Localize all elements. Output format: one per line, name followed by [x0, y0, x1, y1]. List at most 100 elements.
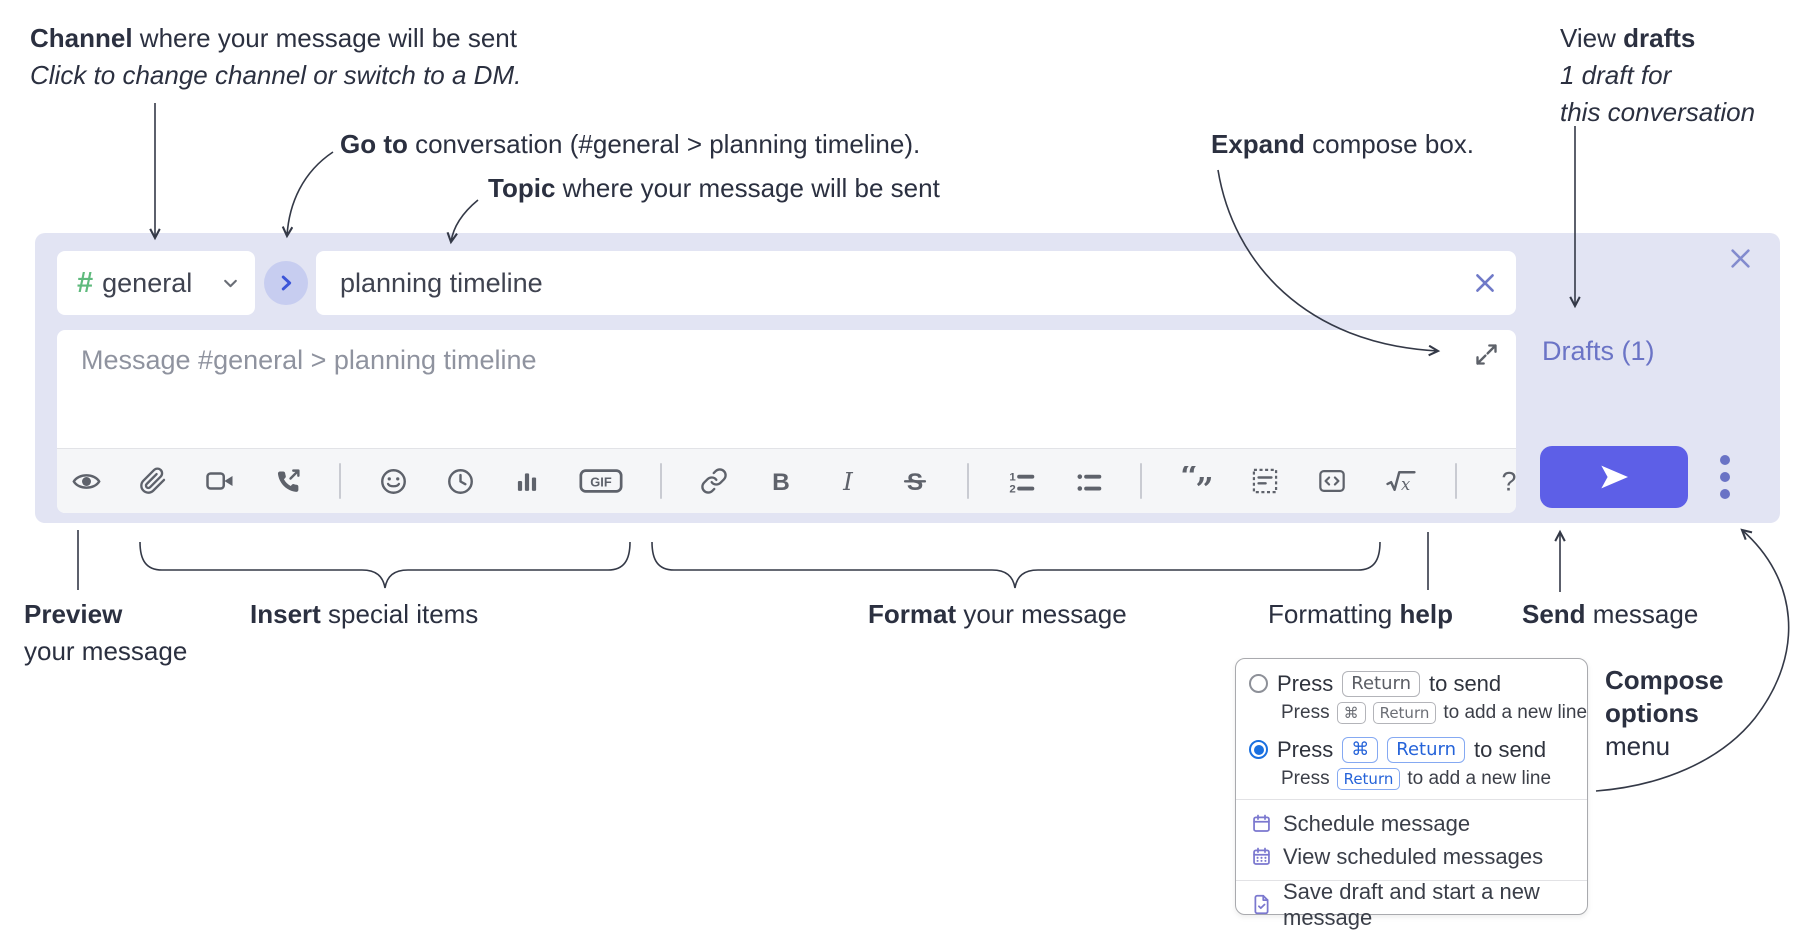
topic-value: planning timeline [340, 267, 543, 298]
sqrt-icon: x [1386, 471, 1416, 494]
expand-compose-button[interactable] [1473, 341, 1500, 368]
gif-icon: GIF [579, 469, 623, 493]
send-on-return-option[interactable]: Press Return to send [1236, 668, 1587, 699]
annotation-help: Formatting help [1268, 596, 1453, 633]
strikethrough-icon: S [903, 469, 927, 495]
message-input[interactable]: Message #general > planning timeline [81, 345, 537, 375]
view-scheduled-item[interactable]: View scheduled messages [1236, 840, 1587, 873]
annotation-format: Format your message [868, 596, 1127, 633]
opt1sub-press: Press [1281, 701, 1330, 723]
kebab-dot [1720, 489, 1730, 499]
ordered-list-button[interactable]: 1 2 [1006, 466, 1036, 496]
help-icon: ? [1502, 467, 1517, 495]
annotation-channel: Channel where your message will be sent … [30, 20, 521, 94]
kebab-dot [1720, 472, 1730, 482]
view-scheduled-label: View scheduled messages [1283, 843, 1544, 869]
expand-icon [1476, 344, 1497, 365]
preview-eye-button[interactable] [71, 466, 101, 496]
bold-button[interactable]: B [766, 466, 796, 496]
bulleted-list-button[interactable] [1073, 466, 1103, 496]
annotation-topic-rest: where your message will be sent [555, 173, 940, 203]
link-icon [701, 468, 727, 494]
latex-math-button[interactable]: x [1384, 466, 1418, 496]
annotation-preview-bold: Preview [24, 599, 123, 629]
chevron-down-icon [224, 279, 237, 287]
send-on-return-subtext: Press ⌘ Return to add a new line [1236, 699, 1587, 726]
italic-glyph: I [842, 467, 854, 495]
code-block-button[interactable] [1250, 466, 1280, 496]
annotation-compose-options-line2: options [1605, 698, 1699, 728]
audio-call-button[interactable] [272, 466, 302, 496]
cmd-keycap: ⌘ [1336, 701, 1366, 724]
italic-icon: I [842, 467, 854, 495]
goto-conversation-button[interactable] [264, 261, 308, 305]
code-block-icon [1252, 468, 1278, 494]
attach-file-button[interactable] [138, 466, 168, 496]
clear-topic-button[interactable] [1472, 270, 1498, 296]
return-keycap: Return [1387, 736, 1465, 763]
gif-button[interactable]: GIF [579, 466, 623, 496]
opt2sub-tail: to add a new line [1407, 767, 1552, 789]
return-keycap: Return [1342, 670, 1420, 697]
toolbar-divider [1140, 463, 1142, 499]
drafts-link[interactable]: Drafts (1) [1542, 336, 1655, 366]
opt1-press: Press [1277, 670, 1334, 696]
ol-2-glyph: 2 [1009, 483, 1015, 495]
help-glyph: ? [1502, 467, 1517, 495]
math-x-glyph: x [1401, 475, 1410, 494]
radio-selected[interactable] [1249, 740, 1268, 759]
annotation-send-bold: Send [1522, 599, 1586, 629]
chevron-right-icon [281, 275, 292, 291]
insert-link-button[interactable] [699, 466, 729, 496]
annotation-drafts-line2: 1 draft for [1560, 60, 1672, 90]
schedule-message-item[interactable]: Schedule message [1236, 807, 1587, 840]
channel-name: general [102, 267, 193, 298]
inline-code-button[interactable] [1317, 466, 1347, 496]
channel-selector[interactable]: # general [57, 251, 255, 315]
annotation-compose-options: Compose options menu [1605, 664, 1723, 763]
eye-icon [71, 473, 101, 489]
schedule-clock-button[interactable] [445, 466, 475, 496]
annotation-expand-rest: compose box. [1304, 129, 1475, 159]
ordered-list-icon: 1 2 [1009, 471, 1034, 495]
opt2-press: Press [1277, 736, 1334, 762]
annotation-preview: Preview your message [24, 596, 187, 670]
menu-divider [1236, 880, 1587, 881]
poll-button[interactable] [512, 466, 542, 496]
annotation-format-rest: your message [956, 599, 1127, 629]
send-on-cmd-return-option[interactable]: Press ⌘ Return to send [1236, 734, 1587, 765]
close-icon [1731, 249, 1750, 268]
opt2-tail: to send [1473, 736, 1547, 762]
italic-button[interactable]: I [833, 466, 863, 496]
annotation-drafts-line3: this conversation [1560, 97, 1756, 127]
annotation-channel-rest: where your message will be sent [132, 23, 517, 53]
save-draft-item[interactable]: Save draft and start a new message [1236, 879, 1587, 930]
annotation-drafts: View drafts 1 draft for this conversatio… [1560, 20, 1755, 131]
topic-input[interactable]: planning timeline [316, 251, 1516, 315]
radio-unselected[interactable] [1249, 674, 1268, 693]
video-call-button[interactable] [205, 466, 235, 496]
strikethrough-button[interactable]: S [900, 466, 930, 496]
emoji-button[interactable] [378, 466, 408, 496]
toolbar-divider [1455, 463, 1457, 499]
close-icon [1476, 274, 1494, 292]
annotation-drafts-bold: drafts [1623, 23, 1696, 53]
toolbar-divider [967, 463, 969, 499]
annotation-help-bold: help [1399, 599, 1453, 629]
close-compose-button[interactable] [1727, 245, 1754, 272]
opt2sub-press: Press [1281, 767, 1330, 789]
quote-button[interactable]: “ „ [1179, 466, 1213, 496]
compose-options-button[interactable] [1713, 455, 1737, 499]
return-keycap: Return [1372, 701, 1437, 724]
formatting-help-button[interactable]: ? [1494, 466, 1524, 496]
annotation-goto-bold: Go to [340, 129, 408, 159]
send-button[interactable] [1540, 446, 1688, 508]
annotation-insert: Insert special items [250, 596, 478, 633]
send-on-cmd-return-subtext: Press Return to add a new line [1236, 765, 1587, 792]
bold-icon: B [772, 469, 790, 495]
bold-glyph: B [772, 469, 790, 495]
connector-goto [287, 151, 334, 236]
schedule-message-label: Schedule message [1283, 810, 1471, 836]
annotation-insert-rest: special items [320, 599, 479, 629]
